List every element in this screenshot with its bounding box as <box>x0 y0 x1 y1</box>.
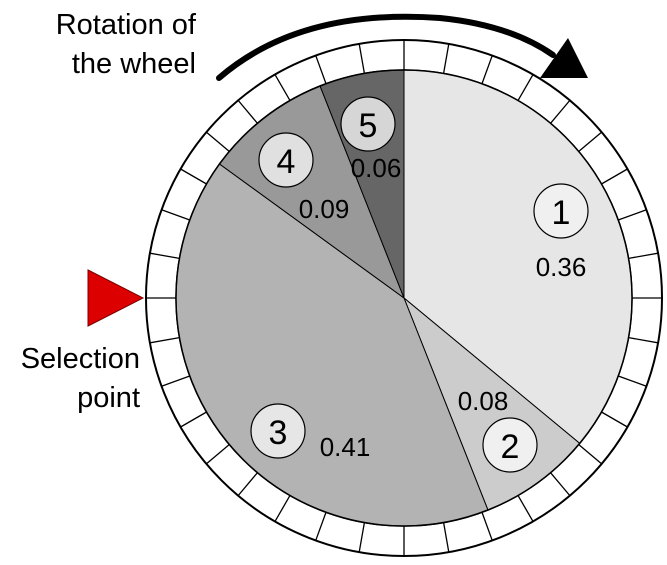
tick-marks <box>146 40 662 556</box>
rotation-arrow-arc <box>216 13 556 81</box>
selection-label-line1: Selection <box>21 343 140 375</box>
tick-mark <box>578 444 603 465</box>
tick-mark <box>618 375 647 387</box>
segment-5-value: 0.06 <box>351 153 402 183</box>
tick-mark <box>315 512 327 541</box>
selection-label-line2: point <box>77 382 140 414</box>
rotation-label-line2: the wheel <box>72 48 196 80</box>
segment-2-id: 2 <box>501 428 520 466</box>
tick-mark <box>618 209 647 221</box>
tick-mark <box>205 131 230 152</box>
tick-mark <box>237 472 258 497</box>
segment-1-badge: 1 <box>533 183 589 239</box>
tick-mark <box>442 522 450 553</box>
tick-mark <box>315 55 327 84</box>
tick-mark <box>161 209 190 221</box>
segment-5-badge: 5 <box>340 96 396 152</box>
tick-mark <box>601 411 628 428</box>
segment-3-value: 0.41 <box>320 432 371 462</box>
rotation-arrowhead <box>540 38 588 78</box>
segment-1-id: 1 <box>552 194 571 232</box>
tick-mark <box>274 495 291 522</box>
tick-mark <box>517 74 534 101</box>
segment-5-id: 5 <box>359 107 378 145</box>
segment-4-value: 0.09 <box>299 194 350 224</box>
segment-3-id: 3 <box>269 414 288 452</box>
tick-mark <box>358 43 366 74</box>
segment-4-id: 4 <box>277 143 296 181</box>
tick-mark <box>550 99 571 124</box>
segment-2-badge: 2 <box>482 417 538 473</box>
segment-4-badge: 4 <box>258 132 314 188</box>
tick-mark <box>149 336 180 344</box>
tick-mark <box>274 74 291 101</box>
tick-mark <box>205 444 230 465</box>
selection-pointer <box>87 269 145 327</box>
tick-mark <box>358 522 366 553</box>
segment-3-badge: 3 <box>250 403 306 459</box>
segment-2-value: 0.08 <box>458 386 509 416</box>
tick-mark <box>578 131 603 152</box>
tick-mark <box>442 43 450 74</box>
tick-mark <box>550 472 571 497</box>
tick-mark <box>161 375 190 387</box>
tick-mark <box>149 252 180 260</box>
tick-mark <box>481 512 493 541</box>
tick-mark <box>180 168 207 185</box>
tick-mark <box>628 252 659 260</box>
tick-mark <box>601 168 628 185</box>
tick-mark <box>628 336 659 344</box>
tick-mark <box>517 495 534 522</box>
wheel-rim <box>175 69 633 527</box>
segment-1-value: 0.36 <box>536 252 587 282</box>
tick-mark <box>481 55 493 84</box>
wheel-segments <box>175 69 633 527</box>
tick-mark <box>180 411 207 428</box>
rotation-label-line1: Rotation of <box>56 9 197 41</box>
tick-mark <box>237 99 258 124</box>
